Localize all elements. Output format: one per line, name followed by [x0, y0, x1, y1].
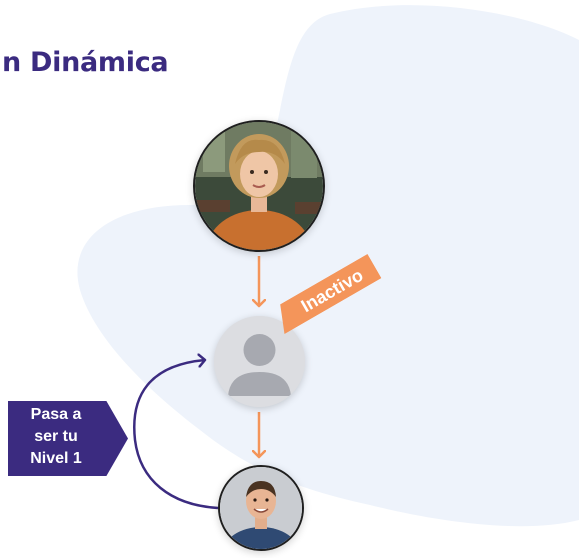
promote-callout-text: Pasa a ser tu Nivel 1 — [8, 404, 104, 470]
arrow-bottom-to-middle — [133, 360, 219, 510]
promote-line: Nivel 1 — [30, 450, 82, 467]
user-placeholder-icon — [214, 316, 305, 407]
promote-line: ser tu — [34, 428, 78, 445]
woman-photo-avatar — [193, 120, 325, 252]
promote-line: Pasa a — [30, 406, 82, 423]
promote-callout — [8, 401, 128, 476]
page-title: n Dinámica — [2, 47, 169, 78]
man-photo-avatar — [218, 465, 304, 551]
